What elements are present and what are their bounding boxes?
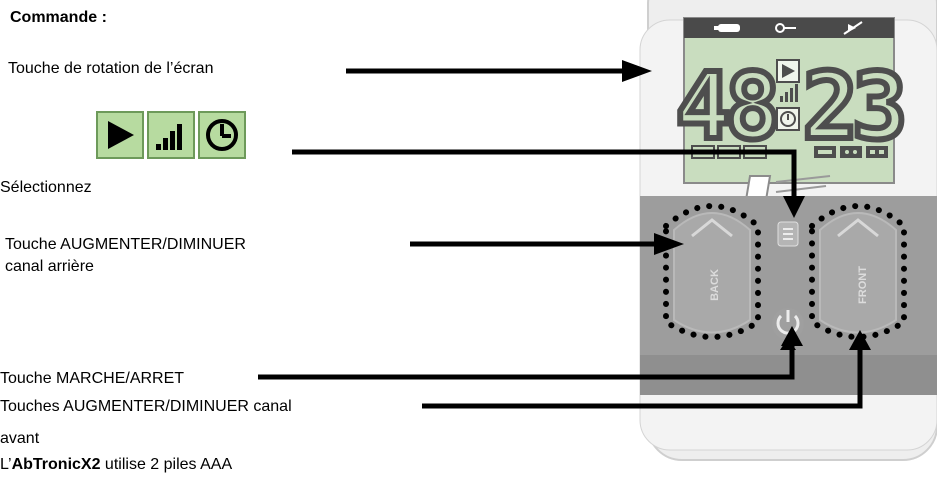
front-button[interactable]: FRONT (819, 212, 897, 334)
front-button-label: FRONT (857, 266, 869, 304)
select-arrow (292, 149, 805, 218)
back-channel-arrow (410, 233, 684, 255)
play-icon (96, 111, 144, 159)
timer-icon (198, 111, 246, 159)
back-dotted-outline (663, 203, 761, 340)
back-button[interactable]: BACK (673, 212, 751, 334)
brand-logo (744, 175, 831, 201)
mute-icon (843, 21, 863, 35)
front-level-display: 23 (803, 53, 902, 160)
power-arrow (258, 326, 803, 380)
battery-note: L’AbTronicX2 utilise 2 piles AAA (0, 455, 232, 474)
lcd-play-icon (776, 59, 800, 83)
signal-bars-icon (147, 111, 195, 159)
rotation-arrow (346, 60, 652, 82)
back-channel-label-line2: canal arrière (5, 258, 94, 275)
battery-suffix: utilise 2 piles AAA (100, 456, 233, 473)
select-label: Sélectionnez (0, 179, 92, 196)
power-button[interactable] (772, 308, 804, 340)
power-label: Touche MARCHE/ARRET (0, 370, 185, 387)
rotation-label: Touche de rotation de l’écran (8, 60, 214, 77)
brand-name: AbTronicX2 (11, 456, 101, 473)
right-program-segments (814, 146, 888, 158)
back-channel-label-line1: Touche AUGMENTER/DIMINUER (5, 236, 246, 253)
mode-icon-strip (96, 111, 251, 159)
back-level-display: 48 (676, 53, 775, 160)
screen-rotation-button[interactable] (777, 221, 799, 247)
lcd-signal-icon (780, 84, 798, 102)
vibration-icon (714, 24, 740, 32)
battery-prefix: L’ (0, 456, 12, 473)
lcd-timer-icon (776, 107, 800, 131)
front-channel-label-line1: Touches AUGMENTER/DIMINUER canal (0, 398, 292, 415)
front-channel-label-line2: avant (0, 430, 40, 447)
front-channel-arrow (422, 330, 871, 409)
page-title: Commande : (10, 9, 107, 26)
key-lock-icon (775, 23, 796, 33)
back-button-label: BACK (709, 269, 721, 301)
front-dotted-outline (809, 203, 907, 340)
